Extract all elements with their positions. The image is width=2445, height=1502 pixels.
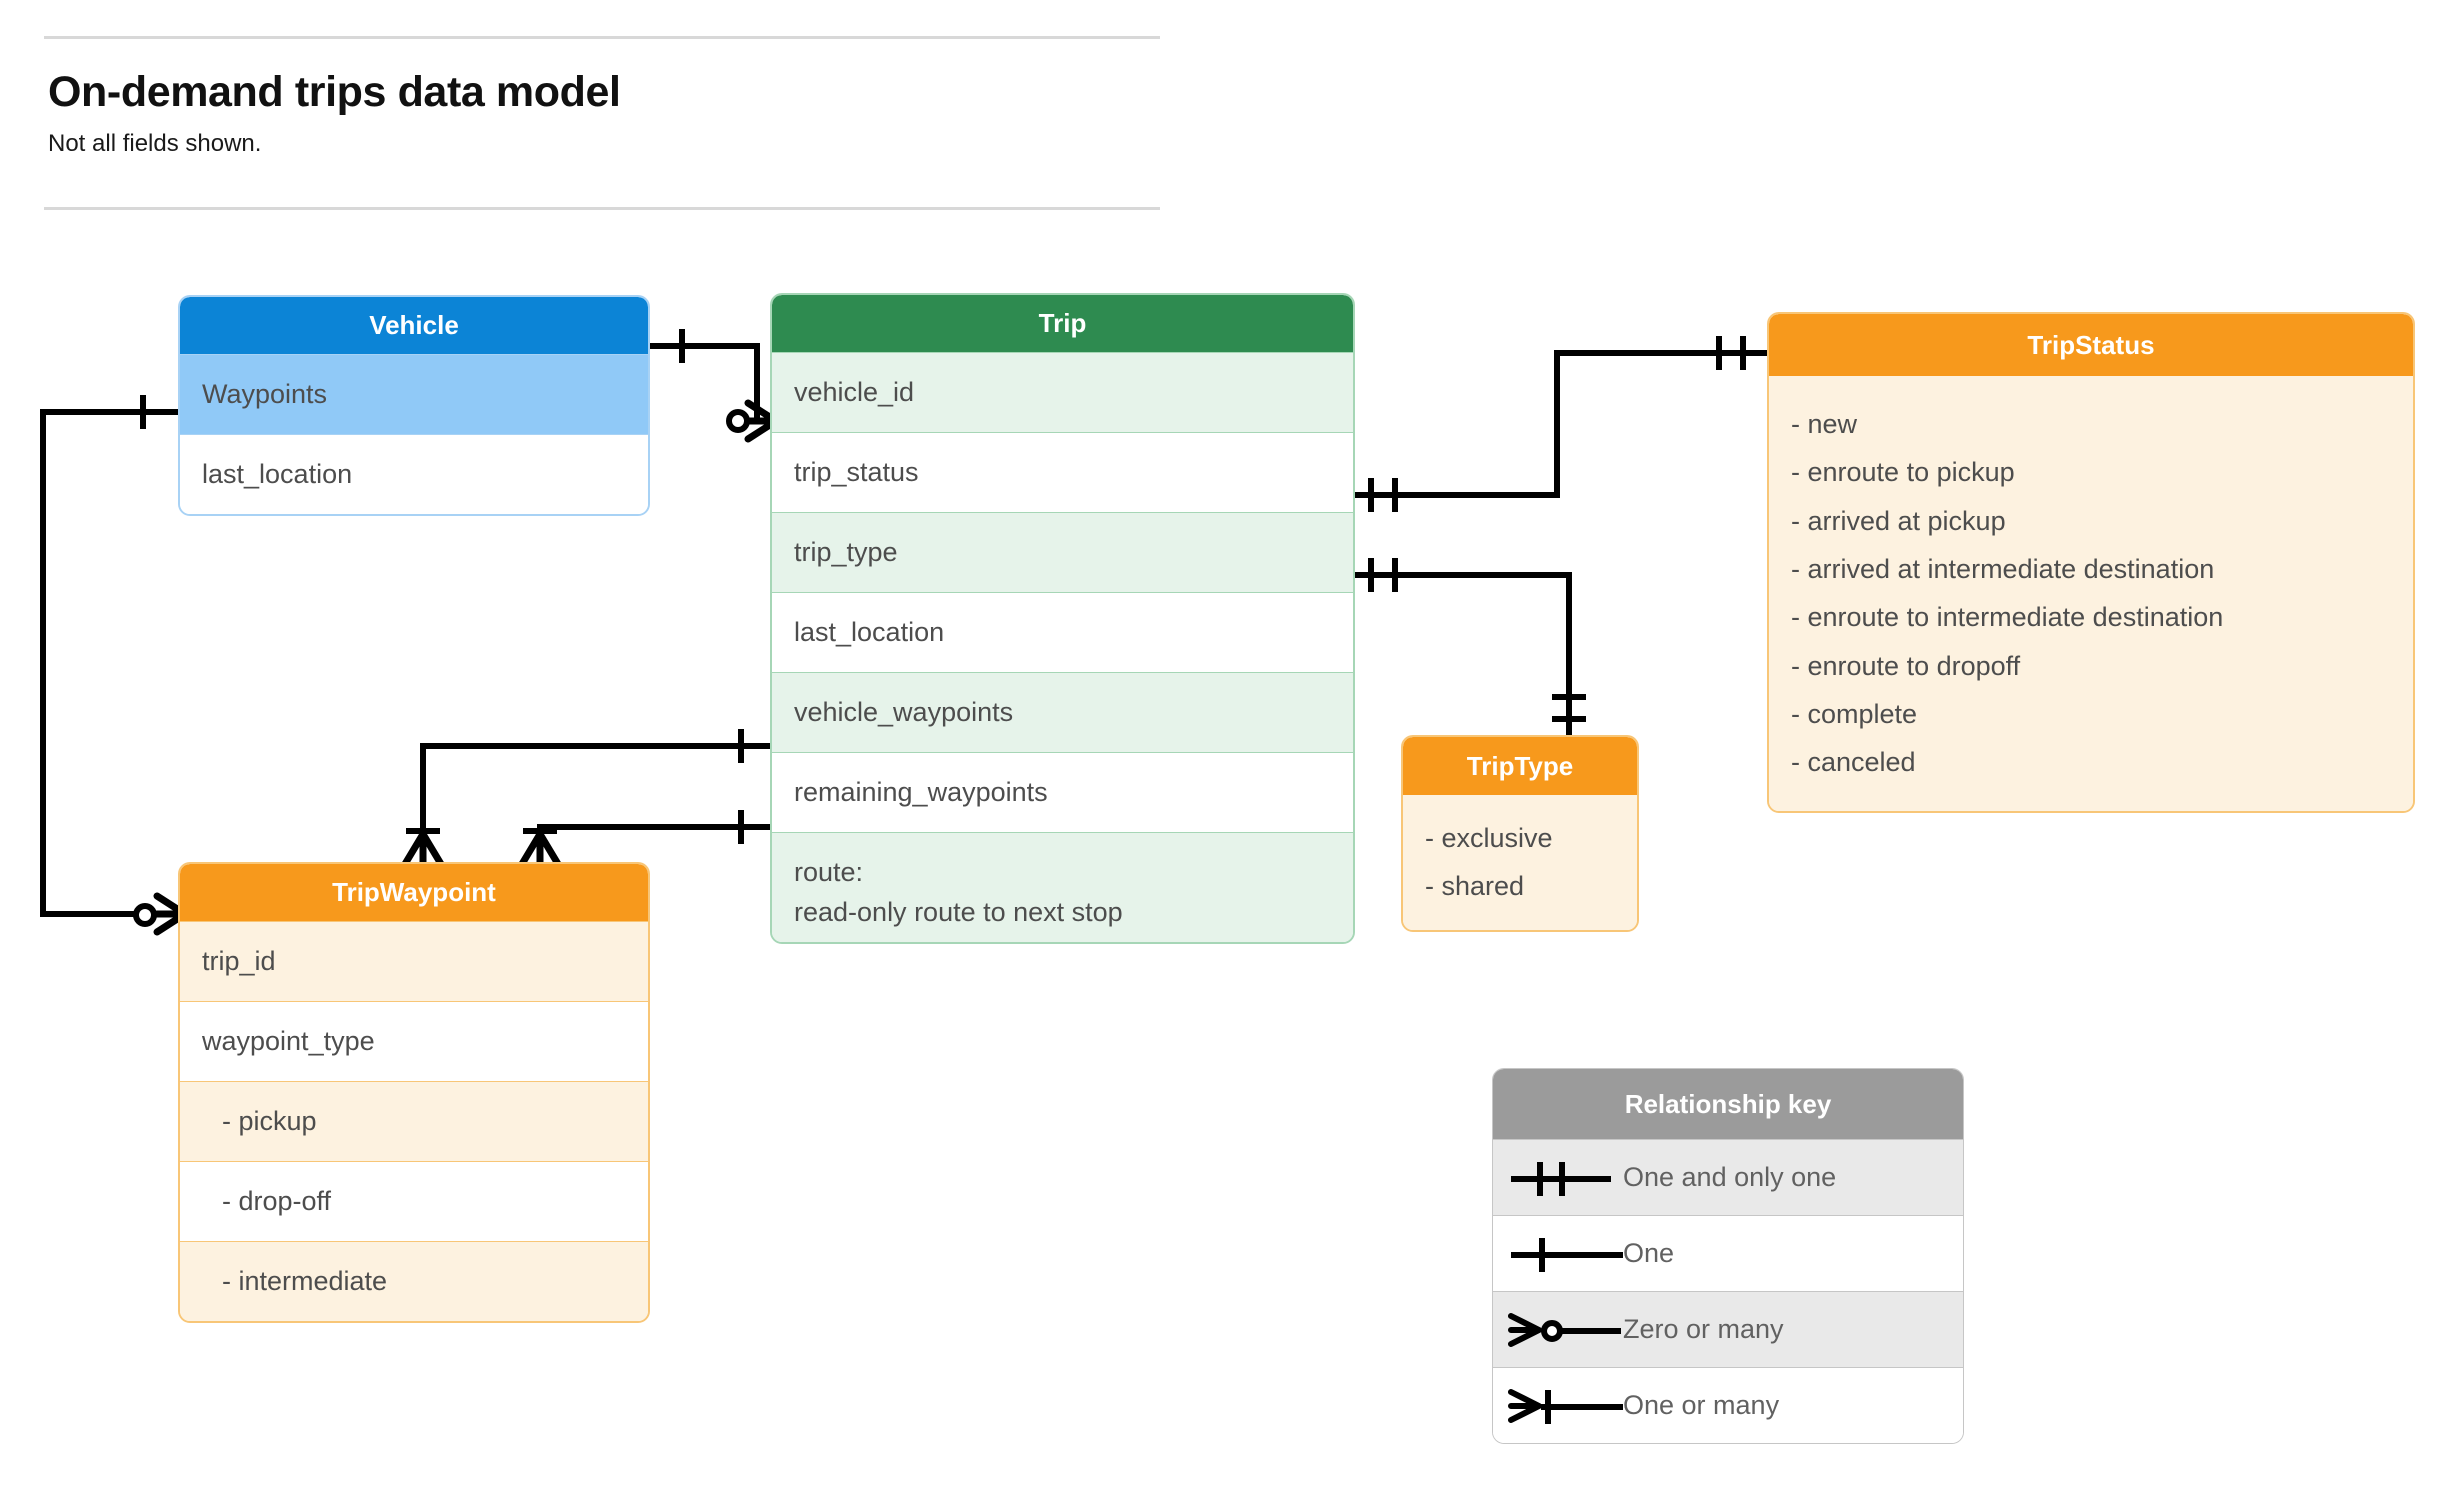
- edge-tick-one-vehicle-waypoints: [140, 395, 146, 429]
- entity-tripwaypoint-value-dropoff[interactable]: - drop-off: [180, 1161, 648, 1241]
- zero-or-many-icon: [1493, 1292, 1623, 1368]
- entity-tripwaypoint-field-trip-id[interactable]: trip_id: [180, 921, 648, 1001]
- entity-tripstatus-value: - complete: [1791, 698, 1918, 729]
- entity-triptype[interactable]: TripType - exclusive - shared: [1401, 735, 1639, 933]
- entity-triptype-values: - exclusive - shared: [1403, 795, 1637, 931]
- entity-vehicle-field-waypoints[interactable]: Waypoints: [180, 354, 648, 434]
- entity-tripstatus-value: - arrived at intermediate destination: [1791, 553, 2215, 584]
- relationship-key-label: One: [1623, 1238, 1675, 1268]
- edge-vehicle-waypoints-row-v: [420, 743, 426, 865]
- edge-tick-b-tripstatus-end: [1740, 336, 1746, 370]
- edge-vehicle-waypoints-row-h: [420, 743, 772, 749]
- entity-trip-field-route[interactable]: route: read-only route to next stop: [772, 832, 1353, 942]
- entity-tripstatus-values: - new - enroute to pickup - arrived at p…: [1769, 376, 2413, 811]
- one-icon: [1493, 1216, 1623, 1292]
- entity-tripstatus-value: - new: [1791, 409, 1858, 439]
- edge-tick-a-triptype-end: [1552, 694, 1586, 700]
- relationship-key-label: One or many: [1623, 1390, 1780, 1420]
- entity-tripstatus-value: - enroute to pickup: [1791, 457, 2015, 488]
- edge-tick-b-trip-status: [1392, 478, 1398, 512]
- entity-tripstatus[interactable]: TripStatus - new - enroute to pickup - a…: [1767, 312, 2415, 813]
- entity-triptype-title: TripType: [1403, 737, 1637, 795]
- entity-trip-field-trip-type[interactable]: trip_type: [772, 512, 1353, 592]
- edge-tick-one-trip-remainingwaypoints: [738, 810, 744, 844]
- relationship-key-row-one-or-many: One or many: [1493, 1367, 1963, 1443]
- entity-trip-field-remaining-waypoints[interactable]: remaining_waypoints: [772, 752, 1353, 832]
- page-subtitle: Not all fields shown.: [48, 130, 262, 157]
- entity-tripstatus-value: - enroute to dropoff: [1791, 650, 2021, 681]
- one-and-only-one-icon: [1493, 1140, 1623, 1216]
- entity-triptype-value: - shared: [1425, 870, 1525, 901]
- entity-trip-field-route-label: route:: [794, 857, 864, 887]
- entity-tripwaypoint-field-waypoint-type[interactable]: waypoint_type: [180, 1001, 648, 1081]
- edge-vehicle-waypoints-h2: [40, 911, 150, 917]
- relationship-key-label: One and only one: [1623, 1162, 1837, 1192]
- entity-trip-field-trip-status[interactable]: trip_status: [772, 432, 1353, 512]
- edge-trip-type-h1: [1350, 572, 1572, 578]
- entity-tripstatus-title: TripStatus: [1769, 314, 2413, 376]
- entity-tripwaypoint-value-pickup[interactable]: - pickup: [180, 1081, 648, 1161]
- edge-tick-a-tripstatus-end: [1716, 336, 1722, 370]
- edge-remaining-waypoints-row-h: [537, 824, 772, 830]
- entity-tripwaypoint-value-intermediate[interactable]: - intermediate: [180, 1241, 648, 1321]
- edge-vehicle-trip-h1: [648, 343, 760, 349]
- edge-tick-b-triptype-end: [1552, 716, 1586, 722]
- entity-trip-field-route-description: read-only route to next stop: [794, 896, 1123, 927]
- relationship-key-title: Relationship key: [1493, 1069, 1963, 1139]
- entity-trip-field-last-location[interactable]: last_location: [772, 592, 1353, 672]
- relationship-key-row-zero-or-many: Zero or many: [1493, 1291, 1963, 1367]
- edge-crowsfoot-tripwaypoint-b: [518, 830, 562, 868]
- edge-tick-b-trip-type: [1392, 558, 1398, 592]
- relationship-key-row-one-and-only-one: One and only one: [1493, 1139, 1963, 1215]
- page-title: On-demand trips data model: [48, 68, 621, 116]
- one-or-many-icon: [1493, 1368, 1623, 1444]
- edge-trip-status-h2: [1554, 350, 1769, 356]
- entity-tripstatus-value: - arrived at pickup: [1791, 505, 2006, 536]
- edge-vehicle-trip-v: [754, 343, 760, 421]
- entity-vehicle-title: Vehicle: [180, 297, 648, 354]
- edge-trip-status-v: [1554, 350, 1560, 498]
- entity-tripstatus-value: - canceled: [1791, 747, 1916, 778]
- edge-tick-one-trip-vehiclewaypoints: [738, 729, 744, 763]
- edge-trip-status-h1: [1350, 492, 1560, 498]
- header-rule-top: [44, 36, 1160, 39]
- entity-tripwaypoint[interactable]: TripWaypoint trip_id waypoint_type - pic…: [178, 862, 650, 1323]
- edge-crowsfoot-tripwaypoint-a: [401, 830, 445, 868]
- edge-vehicle-waypoints-v: [40, 409, 46, 917]
- relationship-key-legend: Relationship key One and only one One: [1492, 1068, 1964, 1444]
- entity-triptype-value: - exclusive: [1425, 823, 1553, 853]
- edge-vehicle-waypoints-h1: [40, 409, 182, 415]
- relationship-key-label: Zero or many: [1623, 1314, 1784, 1344]
- edge-trip-type-v: [1566, 572, 1572, 740]
- header-rule-bottom: [44, 207, 1160, 210]
- edge-tick-one-vehicle-header: [679, 329, 685, 363]
- entity-trip-field-vehicle-waypoints[interactable]: vehicle_waypoints: [772, 672, 1353, 752]
- edge-tick-a-trip-status: [1368, 478, 1374, 512]
- entity-trip-field-vehicle-id[interactable]: vehicle_id: [772, 352, 1353, 432]
- entity-tripwaypoint-title: TripWaypoint: [180, 864, 648, 921]
- entity-trip[interactable]: Trip vehicle_id trip_status trip_type la…: [770, 293, 1355, 944]
- edge-tick-a-trip-type: [1368, 558, 1374, 592]
- edge-circle-zero-tripwaypoint: [133, 903, 157, 927]
- entity-vehicle-field-last-location[interactable]: last_location: [180, 434, 648, 514]
- entity-vehicle[interactable]: Vehicle Waypoints last_location: [178, 295, 650, 516]
- relationship-key-row-one: One: [1493, 1215, 1963, 1291]
- entity-tripstatus-value: - enroute to intermediate destination: [1791, 602, 2224, 633]
- entity-trip-title: Trip: [772, 295, 1353, 352]
